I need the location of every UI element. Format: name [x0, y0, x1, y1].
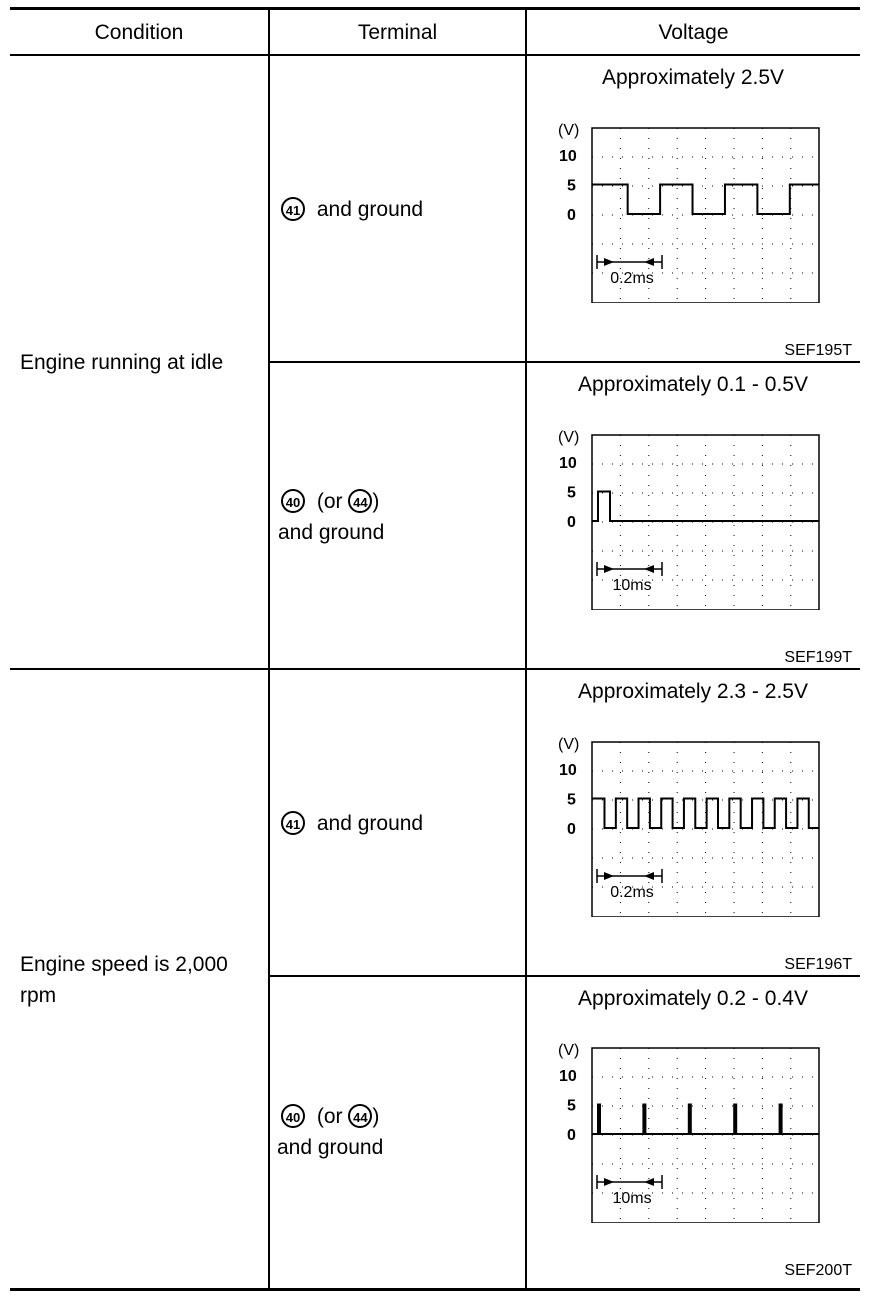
- terminal-row-3: 41 and ground: [281, 810, 424, 836]
- oscilloscope-row-4: (V) 10 5 0 10ms: [558, 1042, 820, 1223]
- y-tick-label: 10: [559, 762, 577, 779]
- pin-40-icon: 40: [281, 1103, 305, 1128]
- y-tick-label: 10: [559, 148, 577, 165]
- pin-41-icon: 41: [281, 196, 305, 221]
- terminal-row-2-line2: and ground: [278, 521, 385, 544]
- table-top-border: [10, 7, 860, 10]
- voltage-row-4: Approximately 0.2 - 0.4V: [578, 987, 808, 1010]
- y-tick-label: 5: [567, 792, 576, 809]
- pin-41-icon: 41: [281, 810, 305, 835]
- arrow-left-icon: [644, 565, 654, 573]
- arrow-right-icon: [604, 565, 614, 573]
- condition-2000rpm-line2: rpm: [20, 984, 57, 1007]
- terminal-row-1: 41 and ground: [281, 196, 424, 222]
- voltage-row-1: Approximately 2.5V: [601, 66, 785, 89]
- oscilloscope-row-1: (V) 10 5 0 0.2ms: [558, 122, 820, 303]
- header-bottom-border: [10, 54, 860, 56]
- header-voltage: Voltage: [658, 21, 729, 44]
- y-tick-label: 10: [559, 455, 577, 472]
- arrow-left-icon: [644, 1178, 654, 1186]
- y-tick-label: 5: [567, 178, 576, 195]
- arrow-left-icon: [644, 872, 654, 880]
- y-tick-label: 5: [567, 485, 576, 502]
- header-terminal: Terminal: [357, 21, 438, 44]
- terminal-row-4-line2: and ground: [277, 1136, 384, 1159]
- scope-unit-label: (V): [558, 736, 579, 753]
- waveform-trace: [592, 183, 819, 215]
- terminal-or: (or: [316, 490, 343, 513]
- arrow-right-icon: [604, 872, 614, 880]
- arrow-right-icon: [604, 1178, 614, 1186]
- time-scale-label: 10ms: [612, 577, 651, 594]
- scope-unit-label: (V): [558, 1042, 579, 1059]
- time-scale-label: 0.2ms: [610, 884, 654, 901]
- terminal-text: and ground: [316, 198, 424, 221]
- pin-44-icon: 44: [348, 1103, 373, 1128]
- oscilloscope-row-3: (V) 10 5 0 0.2ms: [558, 736, 820, 917]
- terminal-text: and ground: [316, 812, 424, 835]
- pin-44-icon: 44: [348, 488, 373, 513]
- terminal-row-2: 40 (or 44): [281, 488, 380, 514]
- waveform-trace: [592, 797, 819, 829]
- row-divider-2: [10, 668, 860, 670]
- scope-unit-label: (V): [558, 429, 579, 446]
- condition-2000rpm-line1: Engine speed is 2,000: [20, 953, 228, 976]
- time-scale-label: 0.2ms: [610, 270, 654, 287]
- terminal-close: ): [372, 490, 380, 513]
- column-divider-1: [268, 8, 270, 1290]
- y-tick-label: 10: [559, 1068, 577, 1085]
- voltage-row-3: Approximately 2.3 - 2.5V: [578, 680, 808, 703]
- arrow-left-icon: [644, 258, 654, 266]
- figure-code-row-1: SEF195T: [784, 342, 852, 359]
- y-tick-label: 0: [567, 207, 576, 224]
- figure-code-row-3: SEF196T: [784, 956, 852, 973]
- arrow-right-icon: [604, 258, 614, 266]
- figure-code-row-4: SEF200T: [784, 1262, 852, 1279]
- column-divider-2: [525, 8, 527, 1290]
- waveform-trace: [592, 490, 819, 522]
- row-divider-1: [268, 361, 860, 363]
- y-tick-label: 0: [567, 514, 576, 531]
- row-divider-3: [268, 975, 860, 977]
- header-condition: Condition: [94, 21, 184, 44]
- y-tick-label: 0: [567, 821, 576, 838]
- terminal-or: (or: [316, 1105, 343, 1128]
- figure-code-row-2: SEF199T: [784, 649, 852, 666]
- y-tick-label: 0: [567, 1127, 576, 1144]
- terminal-close: ): [372, 1105, 380, 1128]
- pin-40-icon: 40: [281, 488, 305, 513]
- voltage-row-2: Approximately 0.1 - 0.5V: [578, 373, 808, 396]
- condition-idle: Engine running at idle: [20, 351, 224, 374]
- scope-unit-label: (V): [558, 122, 579, 139]
- time-scale-label: 10ms: [612, 1190, 651, 1207]
- table-bottom-border: [10, 1288, 860, 1291]
- terminal-row-4: 40 (or 44): [281, 1103, 380, 1129]
- y-tick-label: 5: [567, 1098, 576, 1115]
- waveform-trace: [592, 1103, 819, 1135]
- oscilloscope-row-2: (V) 10 5 0 10ms: [558, 429, 820, 610]
